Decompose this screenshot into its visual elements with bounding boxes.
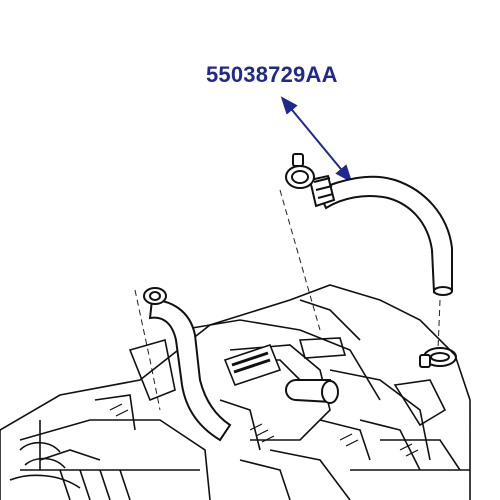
part-number-label: 55038729AA bbox=[206, 62, 338, 87]
upper-hose-clamp bbox=[285, 153, 315, 189]
callout-arrow bbox=[280, 96, 353, 183]
hose-fitting bbox=[285, 379, 339, 404]
shading-hatches bbox=[109, 403, 419, 457]
engine-badge-block bbox=[223, 344, 282, 386]
assembly-center-lines bbox=[134, 189, 441, 411]
lower-hose-clamp bbox=[419, 347, 457, 368]
upper-hose-part bbox=[308, 174, 453, 296]
engine-assembly bbox=[0, 284, 471, 500]
secondary-hose bbox=[143, 287, 232, 442]
fender-detail bbox=[9, 441, 81, 489]
